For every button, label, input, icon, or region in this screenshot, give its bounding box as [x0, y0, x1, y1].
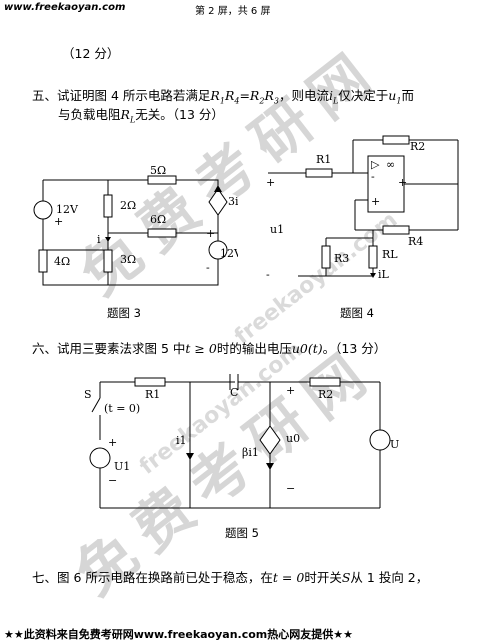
fig4-r1: R1: [316, 153, 331, 166]
question-6: 六、试用三要素法求图 5 中t ≥ 0时的输出电压u0(t)。（13 分）: [32, 338, 386, 357]
q6-number: 六、: [32, 341, 58, 356]
fig3-3ohm: 3Ω: [120, 253, 136, 266]
fig3-right-minus: -: [206, 261, 210, 274]
fig3-left-voltage: 12V: [56, 203, 79, 216]
fig4-minus: -: [266, 268, 270, 281]
figure-5-circuit: S (t = 0) R1 C R2 U1 U2 + − i1 βi1 u0 + …: [84, 374, 400, 509]
fig3-right-plus: +: [206, 227, 215, 240]
fig4-opamp-tri: ▷: [371, 158, 380, 171]
fig4-opamp-minus: -: [371, 170, 375, 183]
q6-text-c: 。（13 分）: [322, 341, 387, 356]
fig3-5ohm: 5Ω: [150, 165, 166, 177]
fig5-c: C: [230, 386, 238, 399]
q6-output: u0(t): [291, 341, 323, 356]
q5-current: iL: [328, 88, 339, 106]
fig4-r3: R3: [334, 252, 349, 265]
fig5-dep: βi1: [242, 446, 259, 459]
prev-question-score: （12 分）: [62, 46, 120, 61]
q7-condition: t = 0: [272, 570, 305, 585]
fig3-current-i: i: [97, 233, 101, 246]
fig3-2ohm: 2Ω: [120, 199, 136, 212]
fig5-switch: S: [84, 388, 92, 401]
fig3-left-plus: +: [54, 215, 63, 228]
q5-text-d: 而: [401, 88, 414, 103]
q5-condition: R1R4=R2R3: [210, 88, 279, 106]
q6-text-a: 试用三要素法求图 5 中: [57, 341, 186, 356]
fig5-u2: U2: [390, 438, 400, 451]
figure-3-caption: 题图 3: [107, 306, 141, 320]
q5-text-b: ，则电流: [278, 88, 329, 103]
fig4-opamp-out-plus: +: [398, 176, 407, 189]
fig4-r4: R4: [408, 235, 423, 248]
fig5-u1: U1: [114, 460, 130, 473]
fig3-right-voltage: 12V: [220, 247, 238, 260]
question-5-line1: 五、试证明图 4 所示电路若满足R1R4=R2R3，则电流iL仅决定于u1而: [32, 85, 414, 106]
q5-text-line2a: 与负载电阻: [58, 107, 121, 122]
q7-switch: S: [341, 570, 351, 585]
figure-4-circuit: R1 R2 R4 R3 RL iL u1 + - ▷ ∞ - + +: [266, 135, 459, 281]
question-7: 七、图 6 所示电路在换路前已处于稳态，在t = 0时开关S从 1 投向 2，: [32, 567, 428, 586]
fig5-i1: i1: [176, 434, 187, 447]
q5-number: 五、: [32, 88, 58, 103]
q7-number: 七、: [32, 570, 58, 585]
q5-load: RL: [120, 107, 136, 125]
fig5-r1: R1: [145, 388, 160, 401]
fig4-u1: u1: [270, 223, 284, 236]
fig5-u0-plus: +: [286, 384, 295, 397]
q5-text-a: 试证明图 4 所示电路若满足: [57, 88, 211, 103]
fig5-u1-minus: −: [108, 474, 117, 487]
fig4-opamp-inf: ∞: [386, 158, 395, 171]
fig3-6ohm: 6Ω: [150, 213, 166, 226]
q6-condition: t ≥ 0: [185, 341, 217, 356]
fig5-t0: (t = 0): [104, 402, 140, 415]
q7-text-a: 图 6 所示电路在换路前已处于稳态，在: [57, 570, 273, 585]
site-url: www.freekaoyan.com: [4, 2, 126, 13]
q5-text-line2b: 无关。（13 分）: [135, 107, 224, 122]
fig4-il: iL: [378, 268, 390, 281]
q7-text-c: 从 1 投向 2，: [350, 570, 429, 585]
fig4-r2: R2: [410, 140, 425, 153]
fig5-r2: R2: [318, 388, 333, 401]
fig5-u1-plus: +: [108, 436, 117, 449]
question-5-line2: 与负载电阻RL无关。（13 分）: [58, 104, 224, 125]
fig5-u0-minus: −: [286, 482, 295, 495]
figure-4-caption: 题图 4: [340, 306, 374, 320]
q6-text-b: 时的输出电压: [216, 341, 292, 356]
figure-5-caption: 题图 5: [225, 526, 259, 540]
fig3-dep-source: 3i: [228, 195, 238, 208]
fig5-u0: u0: [286, 432, 300, 445]
footer-banner: ★★此资料来自免费考研网www.freekaoyan.com热心网友提供★★: [4, 628, 353, 641]
fig3-4ohm: 4Ω: [54, 255, 70, 268]
fig4-rl: RL: [382, 248, 398, 261]
q5-text-c: 仅决定于: [338, 88, 389, 103]
page-indicator: 第 2 屏，共 6 屏: [195, 6, 271, 17]
q7-text-b: 时开关: [304, 570, 342, 585]
q5-voltage: u1: [388, 88, 402, 106]
figure-3-circuit: 12V + 4Ω 2Ω 5Ω 6Ω 3Ω i 3i 12V + -: [33, 165, 238, 286]
fig4-plus: +: [266, 176, 275, 189]
fig4-opamp-plus: +: [371, 195, 380, 208]
